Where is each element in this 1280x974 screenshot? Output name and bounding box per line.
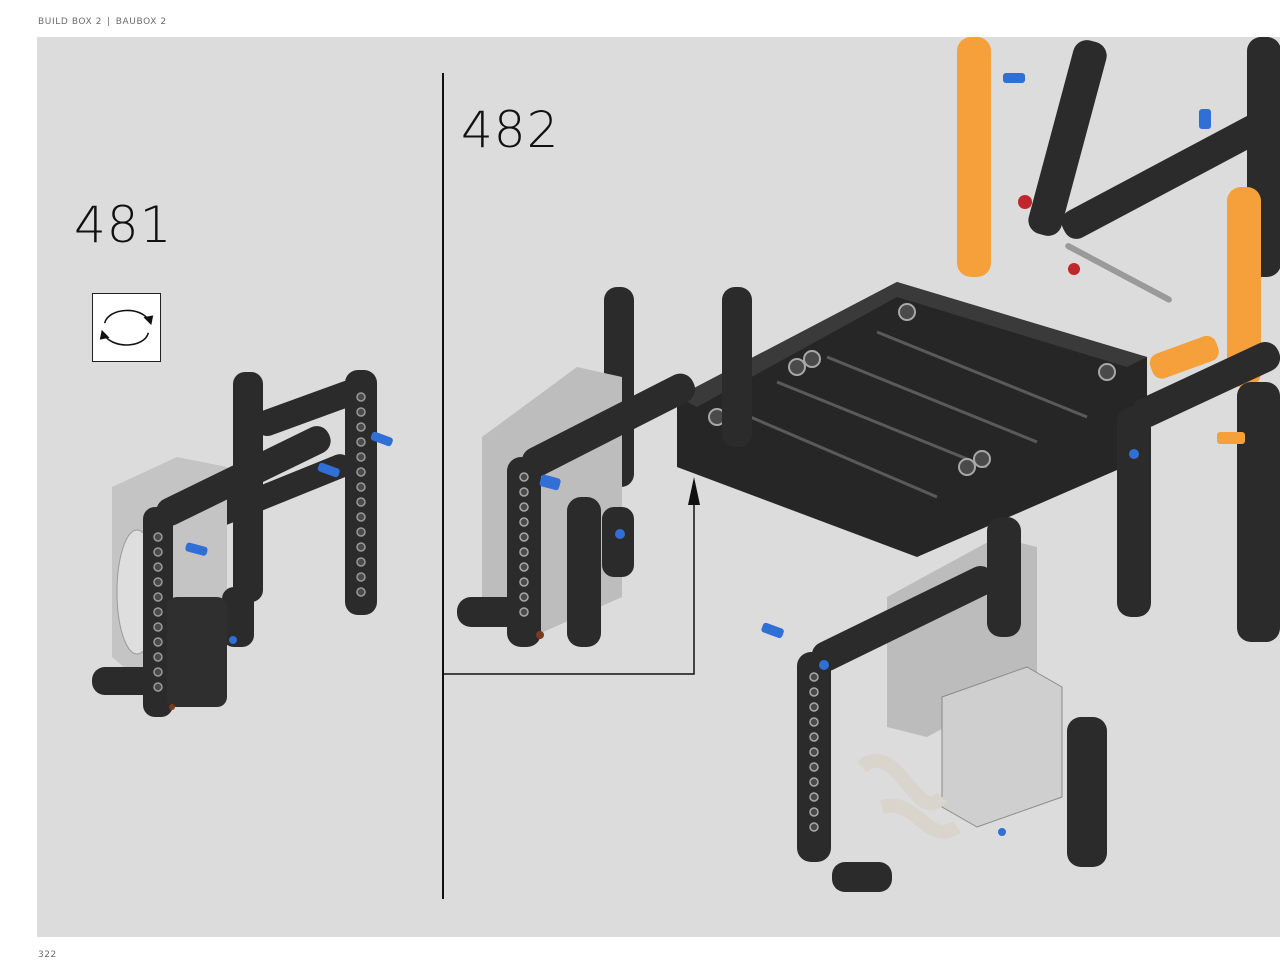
- rotate-model-icon: [92, 293, 161, 362]
- page-number: 322: [38, 950, 57, 960]
- callout-arrow-up-icon: [443, 477, 700, 675]
- step-482-model-illustration: [443, 37, 1280, 892]
- step-482-number: 482: [461, 101, 560, 159]
- instruction-panel: 481 482: [37, 37, 1280, 937]
- header-build-box-en: BUILD BOX 2: [38, 17, 103, 27]
- header-separator: |: [107, 17, 111, 27]
- step-divider-line: [442, 73, 444, 899]
- header-build-box-de: BAUBOX 2: [115, 17, 167, 27]
- page-header: BUILD BOX 2 | BAUBOX 2: [38, 17, 167, 27]
- step-481-number: 481: [74, 196, 173, 254]
- step-481-model-illustration: [92, 370, 393, 717]
